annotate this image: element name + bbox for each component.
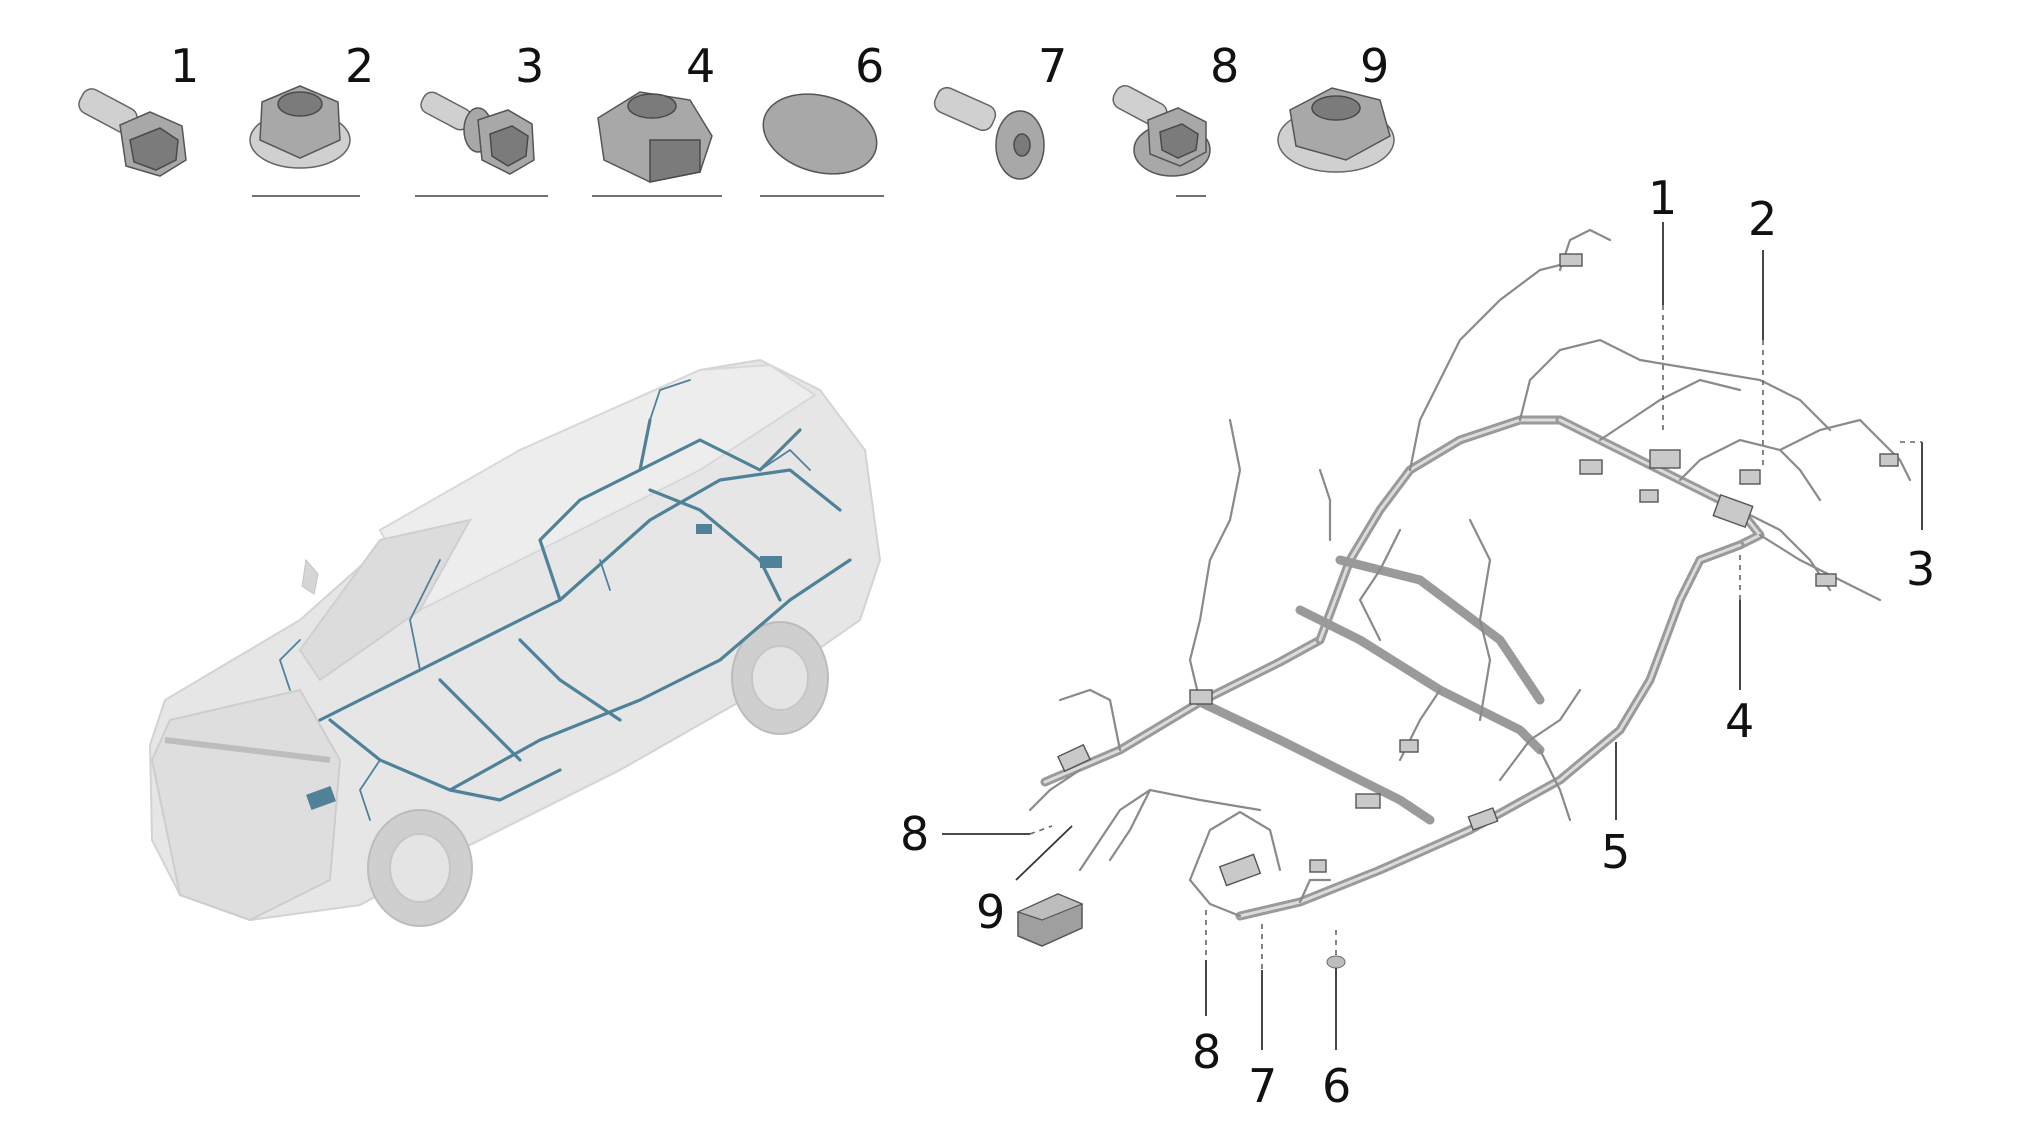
callout-5: 5: [1601, 825, 1630, 879]
callout-4: 4: [1725, 694, 1754, 748]
part-label-1: 1: [170, 39, 199, 93]
vehicle-overview: [148, 358, 882, 927]
callout-bottom-6: 6: [1322, 1059, 1351, 1113]
part-6-disc: 6: [760, 39, 884, 197]
parts-row: 1 2 3 4: [78, 39, 1395, 197]
callout-bottom-7: 7: [1248, 1059, 1277, 1113]
harness-floor-2: [1295, 605, 1545, 755]
vehicle-roof: [378, 363, 817, 612]
vehicle-harness: [278, 379, 852, 821]
part-label-9: 9: [1360, 39, 1389, 93]
callout-left-8: 8: [900, 807, 929, 861]
part-1-flange-bolt: 1: [78, 39, 199, 177]
part-3-stud-bolt: 3: [415, 39, 548, 197]
vehicle-mirror: [301, 558, 319, 595]
harness-detail: 1 2 3 4 5 8 9 8 7 6: [900, 171, 1935, 1113]
harness-rear-cross: [1555, 415, 1765, 550]
harness-floor-3: [1335, 555, 1545, 705]
part-2-flange-nut: 2: [249, 39, 374, 197]
module-block: [1016, 893, 1084, 947]
callout-2: 2: [1748, 192, 1777, 246]
leader-left-9: [1015, 825, 1073, 881]
callout-bottom-8: 8: [1192, 1025, 1221, 1079]
vehicle-windshield: [298, 518, 472, 682]
part-8-flange-bolt: 8: [1112, 39, 1239, 197]
callout-left-9: 9: [976, 885, 1005, 939]
vehicle-light-bar: [164, 737, 331, 763]
part-label-6: 6: [855, 39, 884, 93]
part-label-3: 3: [515, 39, 544, 93]
callout-1: 1: [1648, 171, 1677, 225]
harness-branch-wires: [1028, 228, 1912, 918]
part-4-hex-nut: 4: [592, 39, 722, 197]
part-label-4: 4: [686, 39, 715, 93]
part-label-2: 2: [345, 39, 374, 93]
part-7-push-pin: 7: [933, 39, 1067, 180]
part-label-7: 7: [1038, 39, 1067, 93]
callout-3: 3: [1906, 542, 1935, 596]
part-label-8: 8: [1210, 39, 1239, 93]
part-9-flange-nut: 9: [1277, 39, 1395, 173]
grommet-6-mark: [1326, 955, 1346, 969]
harness-connectors: [1057, 253, 1899, 887]
vehicle-front: [150, 688, 342, 922]
harness-floor-1: [1195, 697, 1435, 825]
